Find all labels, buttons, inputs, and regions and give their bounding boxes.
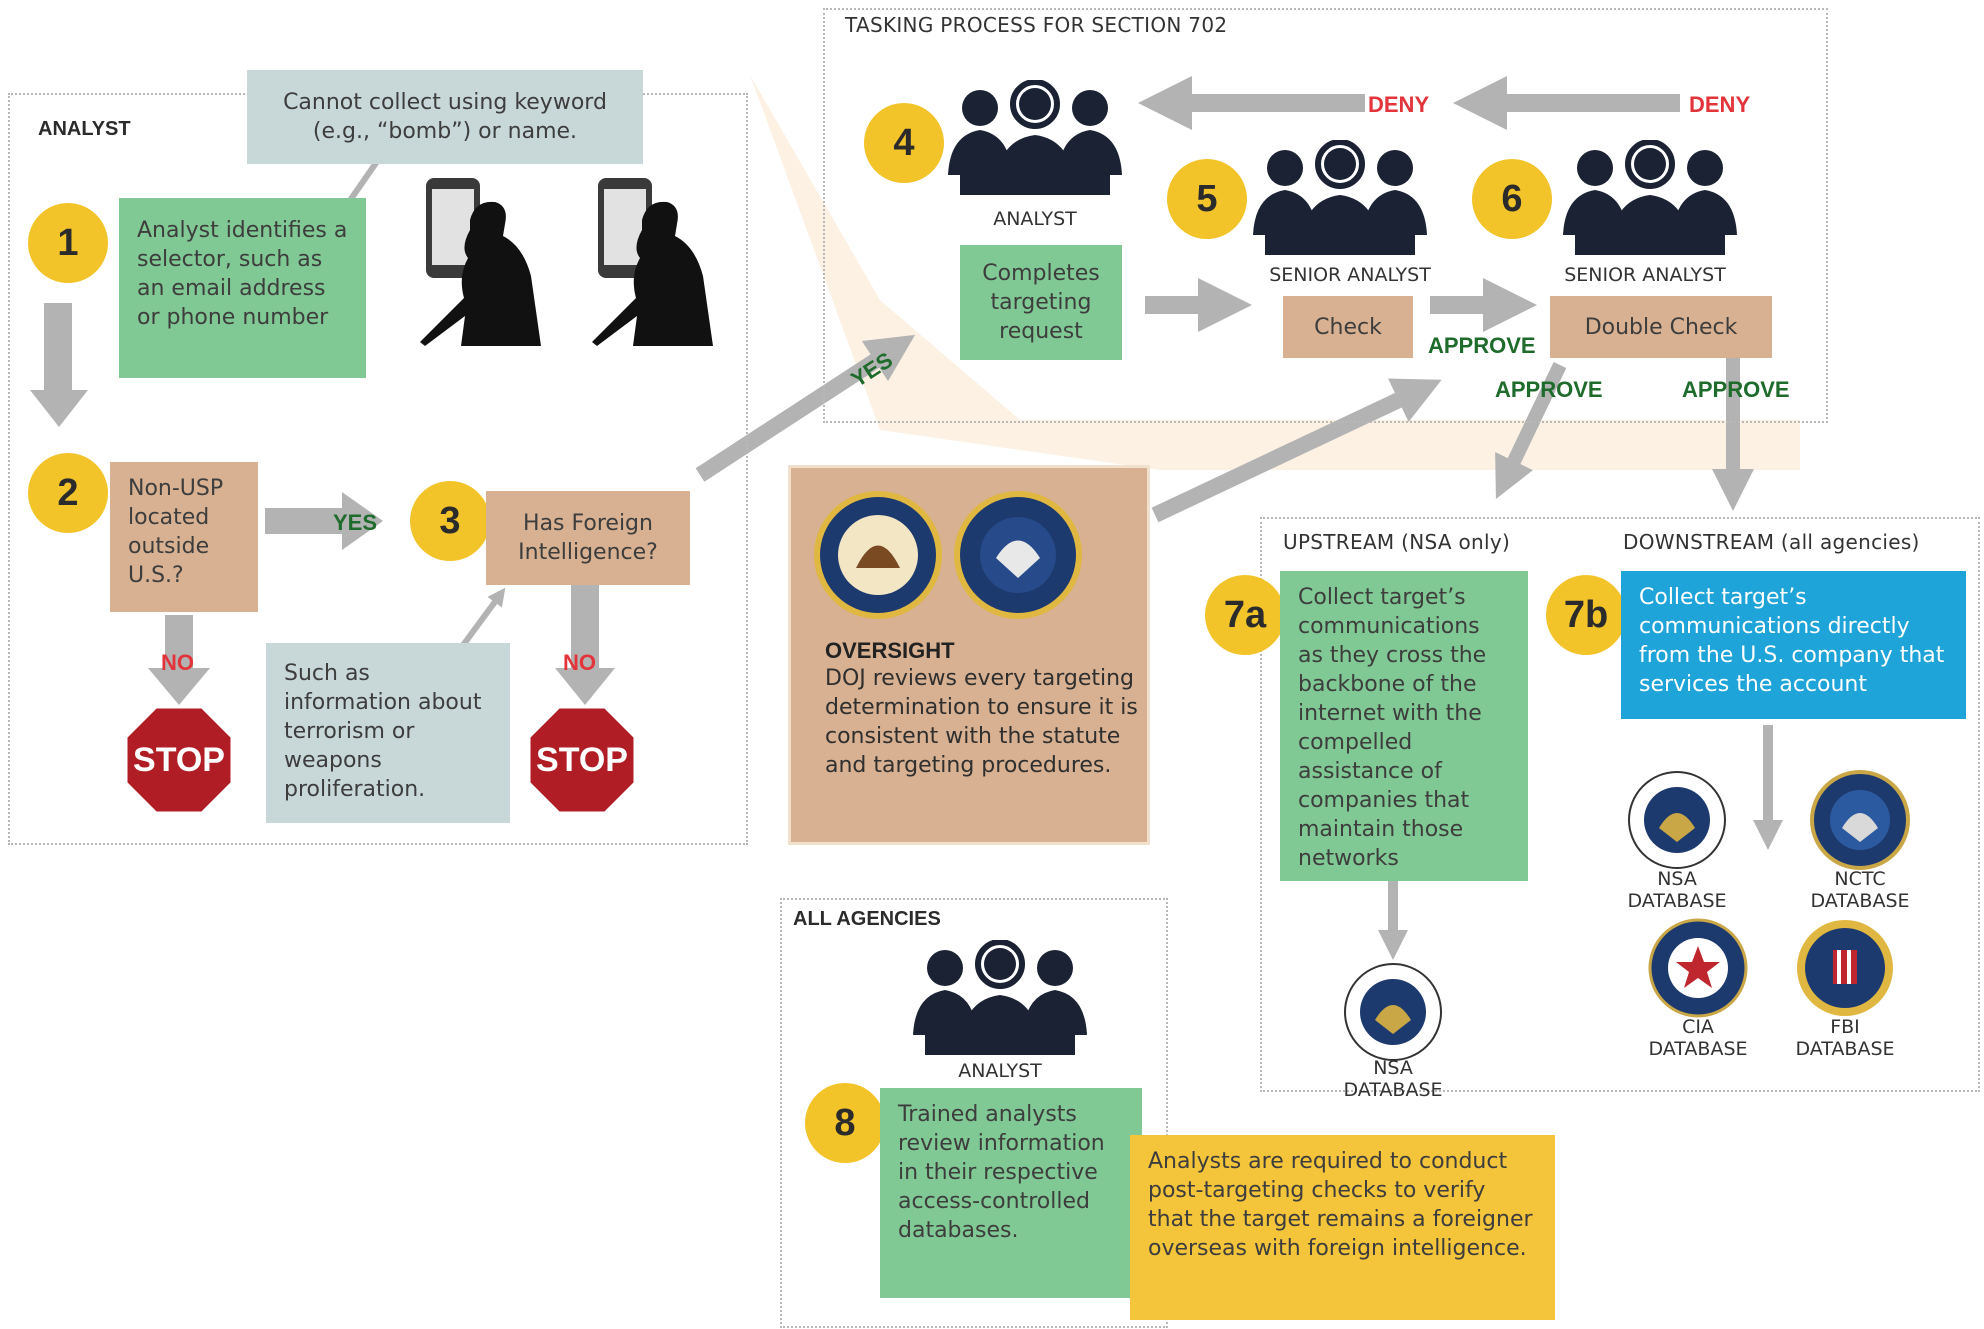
- step-3-box: Has Foreign Intelligence?: [486, 491, 690, 585]
- downstream-db-cia: CIA DATABASE: [1638, 1016, 1758, 1060]
- step-6-role: SENIOR ANALYST: [1564, 264, 1726, 286]
- step-6-box: Double Check: [1550, 296, 1772, 358]
- nsa-seal-icon: [1344, 963, 1442, 1061]
- oversight-title: OVERSIGHT: [825, 638, 955, 663]
- oversight-box: OVERSIGHT DOJ reviews every targeting de…: [788, 465, 1150, 845]
- cia-seal-icon: [1648, 918, 1748, 1018]
- foreign-intel-note: Such as information about terrorism or w…: [266, 643, 510, 823]
- arrow-3-to-4: [695, 334, 916, 482]
- doj-seal-icon: [814, 491, 942, 619]
- funnel-background: [750, 75, 1800, 470]
- step-8-box: Trained analysts review information in t…: [880, 1088, 1142, 1298]
- step-5-box: Check: [1283, 296, 1413, 358]
- all-agencies-section: [780, 898, 1168, 1328]
- upstream-label: UPSTREAM (NSA only): [1283, 530, 1511, 554]
- analyst-label: ANALYST: [38, 118, 131, 140]
- db-name: NSA: [1373, 1057, 1413, 1079]
- step-4-badge: 4: [864, 103, 944, 183]
- upstream-db-label: NSA DATABASE: [1333, 1057, 1453, 1101]
- post-targeting-note: Analysts are required to conduct post-ta…: [1130, 1135, 1555, 1320]
- people-group-icon: [1563, 140, 1737, 255]
- db-suffix: DATABASE: [1343, 1079, 1443, 1101]
- step-7b-box: Collect target’s communications directly…: [1621, 571, 1966, 719]
- oversight-text: DOJ reviews every targeting determinatio…: [825, 666, 1138, 778]
- deny-label-6: DENY: [1689, 92, 1751, 117]
- approve-label-5: APPROVE: [1428, 333, 1536, 358]
- page-title: TASKING PROCESS FOR SECTION 702: [845, 13, 1228, 37]
- step-7a-badge: 7a: [1205, 575, 1285, 655]
- deny-label-5: DENY: [1368, 92, 1430, 117]
- step-5-role: SENIOR ANALYST: [1269, 264, 1431, 286]
- approve-label-upstream: APPROVE: [1495, 377, 1603, 402]
- db-name: FBI: [1830, 1016, 1860, 1038]
- tasking-section: [823, 8, 1828, 423]
- step-1-box: Analyst identifies a selector, such as a…: [119, 198, 366, 378]
- stop-sign-label: STOP: [536, 740, 628, 779]
- all-agencies-label: ALL AGENCIES: [793, 908, 941, 930]
- db-suffix: DATABASE: [1627, 890, 1727, 912]
- step-8-badge: 8: [805, 1083, 885, 1163]
- downstream-label: DOWNSTREAM (all agencies): [1623, 530, 1920, 554]
- db-name: NCTC: [1834, 868, 1886, 890]
- people-group-icon: [1253, 140, 1427, 255]
- yes-label-2-3: YES: [333, 510, 378, 535]
- keyword-note: Cannot collect using keyword (e.g., “bom…: [247, 70, 643, 164]
- step-1-badge: 1: [28, 203, 108, 283]
- db-name: CIA: [1682, 1016, 1714, 1038]
- odni-seal-icon: [954, 491, 1082, 619]
- downstream-section: [1260, 517, 1980, 1092]
- db-suffix: DATABASE: [1795, 1038, 1895, 1060]
- downstream-db-nctc: NCTC DATABASE: [1800, 868, 1920, 912]
- fbi-seal-icon: [1797, 920, 1893, 1016]
- nsa-seal-icon: [1628, 771, 1726, 869]
- downstream-db-fbi: FBI DATABASE: [1785, 1016, 1905, 1060]
- step-6-badge: 6: [1472, 159, 1552, 239]
- people-group-icon: [913, 940, 1087, 1055]
- step-2-box: Non-USP located outside U.S.?: [110, 462, 258, 612]
- db-suffix: DATABASE: [1648, 1038, 1748, 1060]
- db-suffix: DATABASE: [1810, 890, 1910, 912]
- arrow-1-to-2: [30, 303, 88, 427]
- stop-sign-icon: STOP: [527, 705, 637, 815]
- downstream-db-nsa: NSA DATABASE: [1617, 868, 1737, 912]
- no-label-3: NO: [563, 650, 596, 675]
- all-agencies-role: ANALYST: [958, 1060, 1042, 1082]
- arrow-3-to-stop: [555, 585, 615, 705]
- arrow-2-to-3: [265, 492, 383, 550]
- step-4-role: ANALYST: [993, 208, 1077, 230]
- approve-label-downstream: APPROVE: [1682, 377, 1790, 402]
- arrow-2-to-stop: [148, 615, 210, 705]
- step-3-badge: 3: [410, 481, 490, 561]
- no-label-2: NO: [161, 650, 194, 675]
- nctc-seal-icon: [1810, 770, 1910, 870]
- step-5-badge: 5: [1167, 159, 1247, 239]
- step-7b-badge: 7b: [1546, 575, 1626, 655]
- stop-sign-label: STOP: [133, 740, 225, 779]
- stop-sign-icon: STOP: [124, 705, 234, 815]
- step-2-badge: 2: [28, 453, 108, 533]
- arrow-oversight-to-6: [1151, 378, 1442, 523]
- people-group-icon: [948, 80, 1122, 195]
- step-4-box: Completes targeting request: [960, 245, 1122, 360]
- soldier-phone-icon: [420, 178, 713, 346]
- db-name: NSA: [1657, 868, 1697, 890]
- step-7a-box: Collect target’s communications as they …: [1280, 571, 1528, 881]
